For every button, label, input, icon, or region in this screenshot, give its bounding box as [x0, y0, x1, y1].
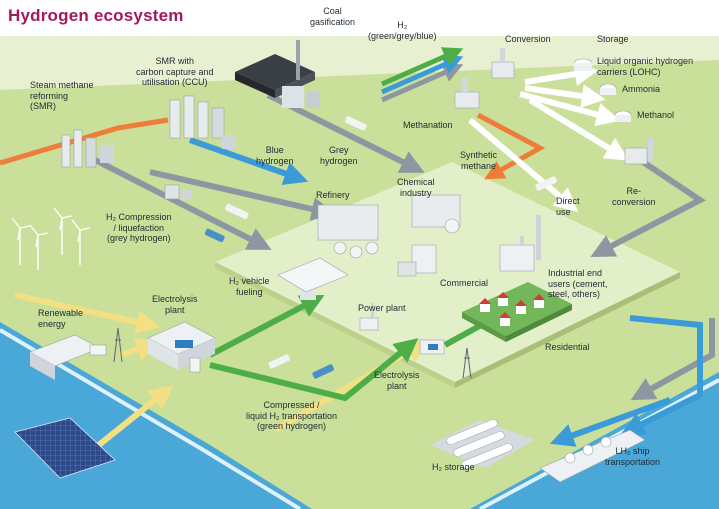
label-conversion: Conversion — [505, 34, 551, 44]
methanation-plant — [454, 78, 480, 109]
electrolysis-plant-large — [147, 321, 216, 373]
coal-gasification-plant — [235, 40, 320, 108]
chemical-industry — [411, 194, 461, 234]
pylon-right — [462, 347, 472, 379]
methane-arrows — [0, 112, 546, 180]
hydrogen-trucks — [204, 116, 558, 379]
refinery — [317, 204, 379, 259]
label-h2-sources: H₂(green/grey/blue) — [368, 20, 437, 41]
label-commercial: Commercial — [440, 278, 489, 288]
power-plant — [359, 303, 379, 331]
label-power-plant: Power plant — [358, 303, 406, 313]
blue-hydrogen-arrows — [189, 137, 703, 447]
diagram-title: Hydrogen ecosystem — [8, 6, 184, 25]
h2-storage-tanks — [430, 419, 535, 469]
label-h2-storage: H₂ storage — [432, 462, 475, 472]
methanol-tank — [614, 110, 632, 122]
ammonia-tank — [599, 83, 617, 95]
solar-field — [14, 417, 116, 479]
label-methanation: Methanation — [403, 120, 453, 130]
reconversion-plant — [624, 138, 653, 165]
compression-plant — [164, 184, 191, 200]
industrial-plant — [499, 215, 541, 272]
label-ammonia: Ammonia — [622, 84, 661, 94]
conversion-arrows — [468, 62, 630, 212]
label-refinery: Refinery — [316, 190, 350, 200]
hydro-dam — [29, 334, 107, 380]
commercial-building — [397, 244, 437, 277]
smr-ccu-plant — [169, 95, 236, 149]
wind-turbines — [11, 207, 91, 270]
label-h2-compression: H₂ Compression/ liquefaction(grey hydrog… — [106, 212, 172, 243]
h2-input-arrows — [380, 47, 464, 103]
lh2-ship — [539, 429, 646, 483]
residential-area — [462, 282, 572, 342]
label-reconversion: Re-conversion — [612, 186, 656, 207]
label-h2-transportation: Compressed /liquid H₂ transportation(gre… — [246, 400, 338, 431]
label-methanol: Methanol — [637, 110, 675, 120]
conversion-plant — [491, 48, 515, 79]
vehicle-fueling-station — [277, 257, 349, 300]
smr-plant — [61, 129, 114, 168]
electrolysis-plant-small — [419, 339, 445, 355]
lohc-tank — [573, 58, 593, 71]
pylon-left — [113, 327, 123, 363]
renewable-energy-arrows — [14, 292, 430, 451]
label-storage: Storage — [597, 34, 629, 44]
label-residential: Residential — [545, 342, 590, 352]
